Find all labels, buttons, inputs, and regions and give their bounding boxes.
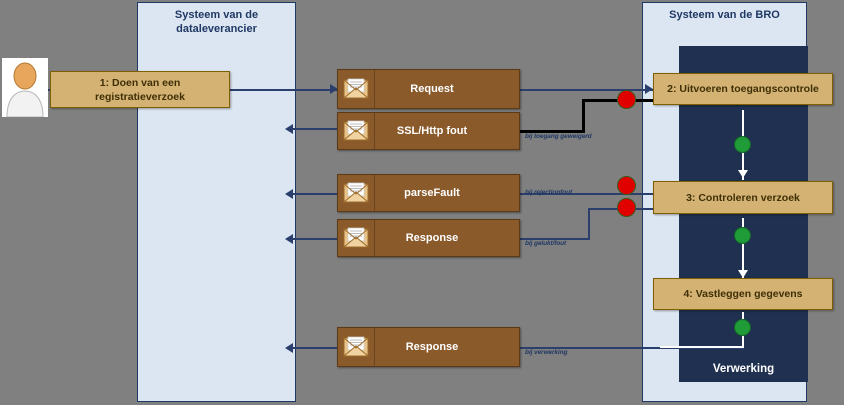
message-response-validation-label: Response (405, 232, 459, 244)
connector-activity1-to-request-arrow (330, 84, 338, 94)
connector-final-response-to-lane (290, 347, 338, 349)
connector-parsefault-to-lane (290, 193, 338, 195)
envelope-icon (338, 220, 375, 256)
activity-4-label: 4: Vastleggen gegevens (683, 288, 803, 300)
annotation-verwerking: bij verwerking (525, 349, 568, 356)
error-gateway-validatiefout (617, 198, 636, 217)
envelope-icon (338, 328, 375, 366)
connector-request-to-activity2-arrow (645, 84, 653, 94)
message-parsefault-label: parseFault (404, 187, 460, 199)
error-gateway-toegang-geweigerd (617, 90, 636, 109)
activity-1-label: 1: Doen van een registratieverzoek (95, 76, 185, 103)
annotation-rejectionfout: bij rejectionfout (525, 189, 573, 196)
swimlane-dataleverancier (137, 2, 296, 402)
activity-2-label: 2: Uitvoeren toegangscontrole (667, 83, 819, 95)
envelope-icon (338, 113, 375, 149)
ok-gateway-after-vastleggen (734, 319, 751, 336)
activity-3-label: 3: Controleren verzoek (686, 191, 800, 204)
bro-processing-label: Verwerking (712, 363, 775, 375)
message-response-final-label: Response (405, 341, 459, 353)
swimlane-dataleverancier-title-line2: dataleverancier (176, 23, 257, 35)
connector-activity3-to-parsefault (520, 193, 657, 195)
connector-verwerking-to-response (520, 347, 744, 349)
connector-access-denied-h2 (520, 130, 585, 133)
bro-flow-line-verwerking-out (660, 346, 744, 348)
connector-access-denied-v (582, 99, 585, 133)
message-request-label: Request (410, 83, 454, 95)
activity-1-doen-registratieverzoek[interactable]: 1: Doen van een registratieverzoek (50, 71, 230, 108)
bro-flow-arrow-2-to-3 (738, 170, 748, 178)
connector-response-to-lane (290, 238, 338, 240)
message-ssl-http-fout[interactable]: SSL/Http fout (337, 112, 520, 150)
activity-3-controleren-verzoek[interactable]: 3: Controleren verzoek (653, 181, 833, 214)
swimlane-bro-title-line1: Systeem van de BRO (669, 9, 780, 21)
message-response-final[interactable]: Response (337, 327, 520, 367)
ok-gateway-after-toegangscontrole (734, 136, 751, 153)
swimlane-bro-title: Systeem van de BRO (642, 8, 807, 22)
connector-activity1-to-request (228, 89, 338, 91)
swimlane-dataleverancier-title: Systeem van de dataleverancier (137, 8, 296, 36)
bro-flow-arrow-3-to-4 (738, 270, 748, 278)
connector-response-arrow (285, 234, 293, 244)
annotation-toegang-geweigerd: bij toegang geweigerd (525, 133, 592, 140)
connector-activity3-to-response-h2 (520, 238, 590, 240)
dataleverancier-actor (2, 58, 48, 118)
user-icon (6, 62, 44, 118)
connector-final-response-arrow (285, 343, 293, 353)
connector-request-to-activity2 (520, 89, 653, 91)
activity-2-uitvoeren-toegangscontrole[interactable]: 2: Uitvoeren toegangscontrole (653, 73, 833, 105)
bro-flow-line-3-to-4 (742, 218, 744, 280)
connector-parsefault-arrow (285, 189, 293, 199)
envelope-icon (338, 175, 375, 211)
envelope-icon (338, 70, 375, 108)
message-ssl-http-fout-label: SSL/Http fout (396, 125, 468, 137)
activity-4-vastleggen-gegevens[interactable]: 4: Vastleggen gegevens (653, 278, 833, 310)
message-parsefault[interactable]: parseFault (337, 174, 520, 212)
annotation-validatiefout: bij gelukt/fout (525, 240, 567, 247)
connector-activity3-to-response-v (588, 208, 590, 240)
error-gateway-rejectionfout (617, 176, 636, 195)
message-request[interactable]: Request (337, 69, 520, 109)
connector-sslfout-to-lane (290, 128, 338, 130)
ok-gateway-after-controleren (734, 227, 751, 244)
swimlane-dataleverancier-title-line1: Systeem van de (174, 9, 259, 21)
connector-sslfout-arrow (285, 124, 293, 134)
message-response-validation[interactable]: Response (337, 219, 520, 257)
